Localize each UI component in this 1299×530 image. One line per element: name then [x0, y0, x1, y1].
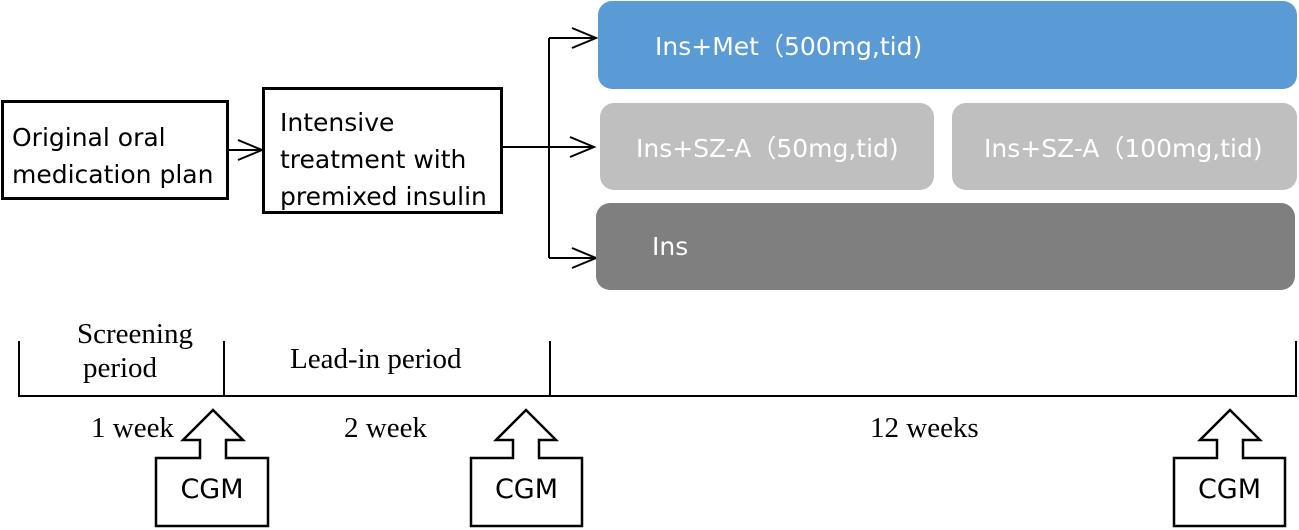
cgm-label-2: CGM	[494, 474, 559, 505]
duration-12-weeks: 12 weeks	[870, 412, 979, 444]
cgm-arrow-2	[469, 408, 584, 528]
arm-ins-sza-50-label: Ins+SZ-A（50mg,tid)	[636, 133, 899, 163]
arm-ins-met-label: Ins+Met（500mg,tid)	[655, 32, 923, 61]
step-original-oral-medication: Original oral medication plan	[1, 100, 229, 200]
step-intensive-premixed-insulin: Intensive treatment with premixed insuli…	[262, 87, 503, 214]
arm-ins-label: Ins	[652, 232, 689, 261]
arm-ins-sza-100: Ins+SZ-A（100mg,tid)	[952, 103, 1297, 190]
cgm-label-3: CGM	[1197, 474, 1262, 505]
step2-line3: premixed insulin	[280, 182, 487, 211]
period-lead-in: Lead-in period	[290, 343, 462, 375]
step2-line1: Intensive	[280, 108, 395, 137]
cgm-arrow-3	[1172, 408, 1287, 528]
period-screening-line2: period	[82, 352, 158, 384]
arm-ins-met: Ins+Met（500mg,tid)	[598, 1, 1297, 89]
step1-line2: medication plan	[12, 160, 214, 189]
duration-2-week: 2 week	[344, 412, 427, 444]
period-screening: Screening period	[55, 317, 215, 385]
step1-line1: Original oral	[12, 123, 166, 152]
cgm-label-1: CGM	[180, 474, 244, 505]
cgm-arrow-1	[154, 408, 270, 528]
arm-ins-sza-100-label: Ins+SZ-A（100mg,tid)	[984, 133, 1263, 163]
period-screening-line1: Screening	[77, 318, 193, 350]
arm-ins: Ins	[596, 203, 1295, 290]
step2-line2: treatment with	[280, 145, 467, 174]
arm-ins-sza-50: Ins+SZ-A（50mg,tid)	[600, 103, 934, 190]
duration-1-week: 1 week	[91, 412, 174, 444]
